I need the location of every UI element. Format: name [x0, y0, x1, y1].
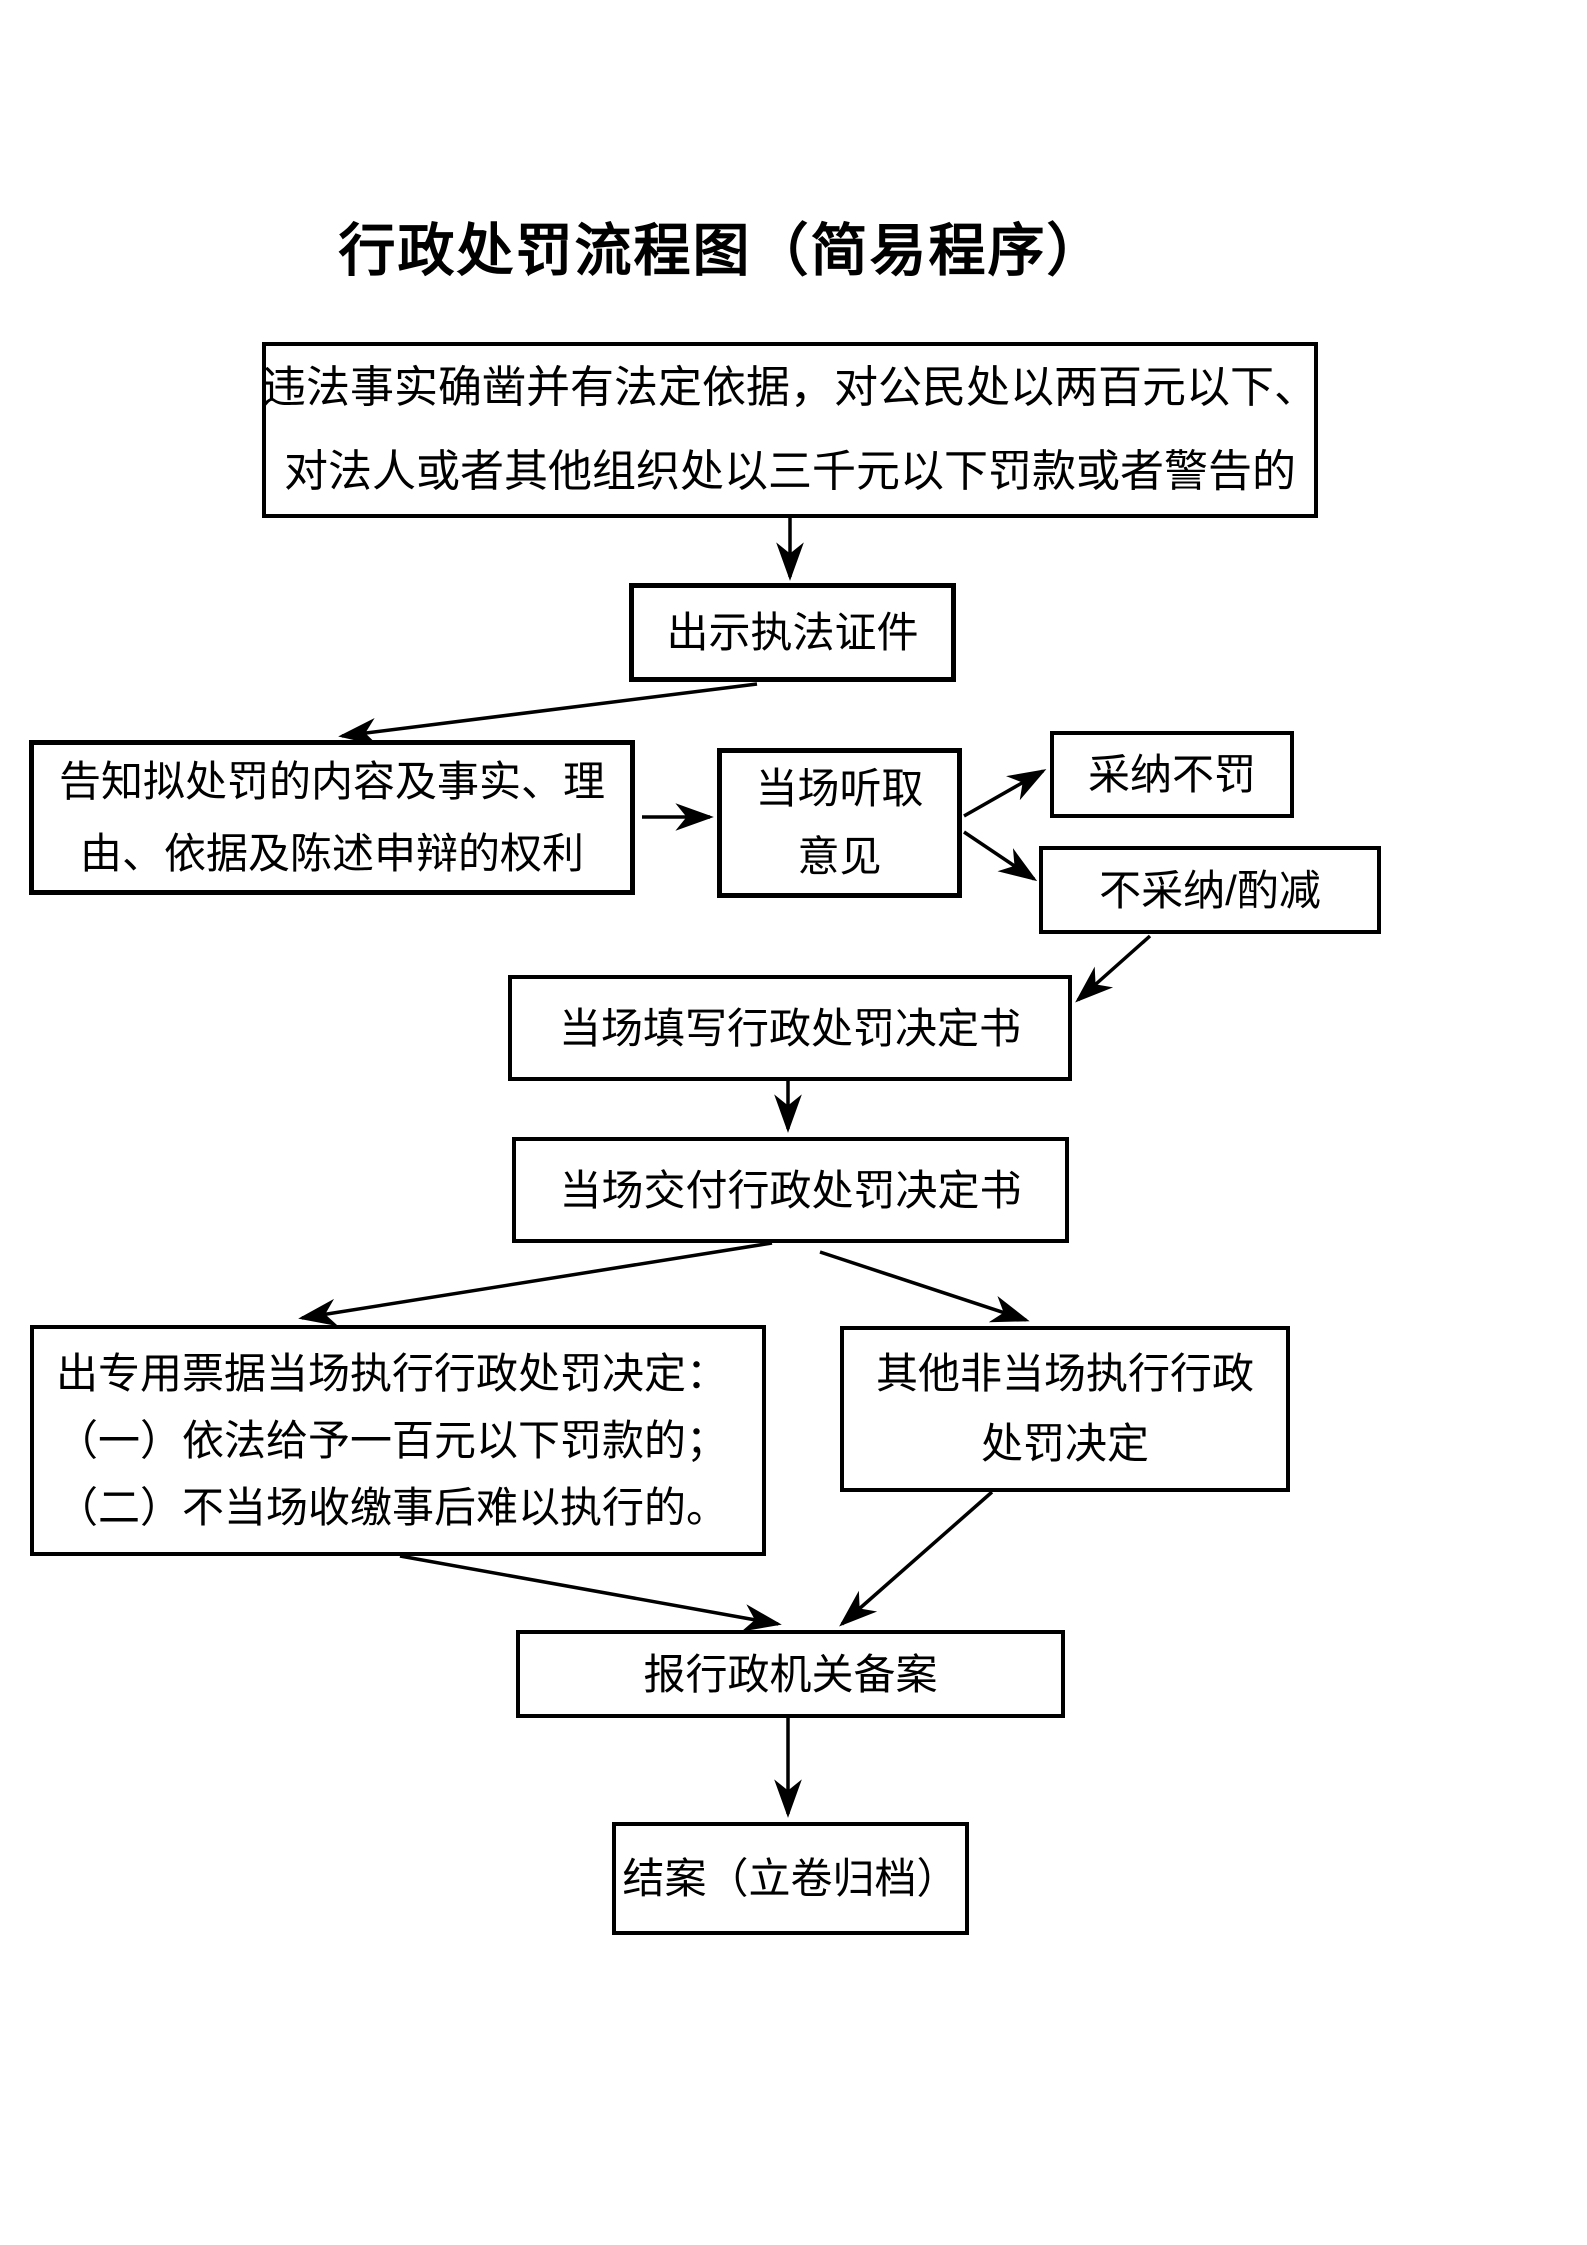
node-line: 出专用票据当场执行行政处罚决定： — [56, 1350, 729, 1397]
node-line: 采纳不罚 — [1087, 751, 1256, 798]
connector-deliver-to-other-execution — [819, 1250, 1030, 1323]
node-line: 不采纳/酌减 — [1099, 866, 1321, 914]
node-listen-opinion: 当场听取 意见 — [717, 748, 962, 898]
node-adopt-no-penalty: 采纳不罚 — [1050, 731, 1294, 818]
node-special-receipt-execution: 出专用票据当场执行行政处罚决定： （一）依法给予一百元以下罚款的； （二）不当场… — [30, 1325, 766, 1556]
connector-other-execution-to-report — [839, 1490, 994, 1627]
node-close-case: 结案（立卷归档） — [612, 1822, 969, 1935]
node-line: 当场听取 — [755, 765, 924, 812]
node-inform-rights: 告知拟处罚的内容及事实、理 由、依据及陈述申辩的权利 — [29, 740, 635, 895]
node-line: 对法人或者其他组织处以三千元以下罚款或者警告的 — [284, 447, 1296, 496]
node-line: 违法事实确凿并有法定依据，对公民处以两百元以下、 — [262, 363, 1318, 412]
node-line: 处罚决定 — [980, 1420, 1149, 1467]
node-line: 意见 — [797, 833, 882, 880]
node-line: 报行政机关备案 — [643, 1650, 938, 1698]
node-deliver-decision: 当场交付行政处罚决定书 — [512, 1137, 1069, 1243]
connector-deliver-to-special-receipt — [298, 1241, 773, 1327]
node-show-credentials: 出示执法证件 — [629, 583, 956, 682]
node-line: 其他非当场执行行政 — [875, 1350, 1254, 1397]
connector-listen-to-not-adopt — [963, 830, 1038, 882]
node-line: （二）不当场收缴事后难以执行的。 — [56, 1484, 729, 1531]
node-line: 当场填写行政处罚决定书 — [558, 1004, 1021, 1052]
node-line: 告知拟处罚的内容及事实、理 — [58, 757, 605, 805]
connector-show-credentials-to-inform — [338, 682, 758, 746]
node-line: 结案（立卷归档） — [622, 1855, 959, 1902]
node-line: （一）依法给予一百元以下罚款的； — [56, 1417, 729, 1464]
node-other-execution: 其他非当场执行行政 处罚决定 — [840, 1326, 1290, 1492]
node-condition: 违法事实确凿并有法定依据，对公民处以两百元以下、 对法人或者其他组织处以三千元以… — [262, 342, 1318, 518]
node-line: 出示执法证件 — [666, 609, 919, 656]
node-not-adopt-reduce: 不采纳/酌减 — [1039, 846, 1381, 934]
node-fill-decision: 当场填写行政处罚决定书 — [508, 975, 1072, 1081]
node-report-filing: 报行政机关备案 — [516, 1630, 1065, 1718]
connector-listen-to-adopt — [963, 769, 1047, 818]
page-title: 行政处罚流程图（简易程序） — [338, 220, 1106, 283]
node-line: 当场交付行政处罚决定书 — [559, 1166, 1022, 1214]
connector-special-receipt-to-report — [399, 1554, 782, 1632]
connector-not-adopt-to-fill — [1075, 934, 1152, 1003]
node-line: 由、依据及陈述申辩的权利 — [79, 829, 584, 877]
